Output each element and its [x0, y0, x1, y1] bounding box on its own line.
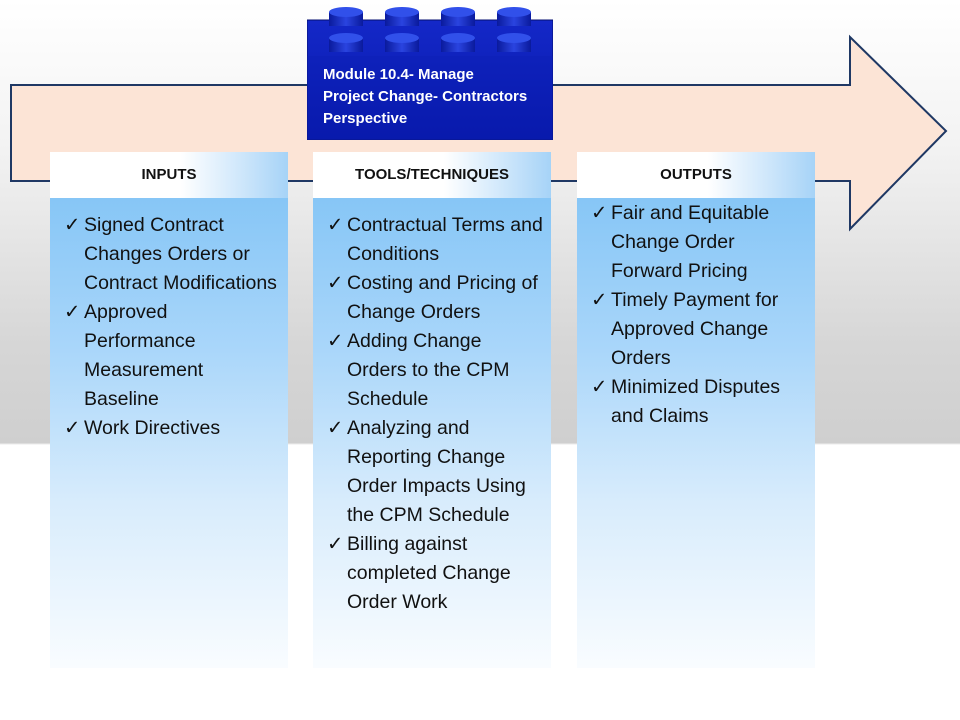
list-item: ✓Timely Payment for Approved Change Orde… — [591, 286, 809, 373]
list-item-text: Approved Performance Measurement Baselin… — [84, 301, 204, 410]
list-item: ✓Signed Contract Changes Orders or Contr… — [64, 211, 282, 298]
checkmark-icon: ✓ — [591, 202, 608, 224]
outputs-header: OUTPUTS — [577, 152, 815, 198]
list-item: ✓Adding Change Orders to the CPM Schedul… — [327, 327, 545, 414]
module-brick: Module 10.4- Manage Project Change- Cont… — [307, 0, 553, 140]
list-item-text: Analyzing and Reporting Change Order Imp… — [347, 417, 526, 526]
list-item-text: Contractual Terms and Conditions — [347, 214, 543, 265]
list-item-text: Fair and Equitable Change Order Forward … — [611, 202, 770, 282]
inputs-column: INPUTS ✓Signed Contract Changes Orders o… — [50, 152, 288, 668]
brick-studs-back — [329, 7, 531, 26]
list-item-text: Work Directives — [84, 417, 221, 439]
brick-studs-front — [329, 33, 531, 52]
list-item: ✓Work Directives — [64, 414, 282, 443]
checkmark-icon: ✓ — [591, 289, 608, 311]
checkmark-icon: ✓ — [591, 376, 608, 398]
checkmark-icon: ✓ — [327, 533, 344, 555]
list-item: ✓Contractual Terms and Conditions — [327, 211, 545, 269]
list-item-text: Timely Payment for Approved Change Order… — [611, 289, 779, 369]
list-item: ✓Costing and Pricing of Change Orders — [327, 269, 545, 327]
checkmark-icon: ✓ — [64, 214, 81, 236]
checkmark-icon: ✓ — [327, 272, 344, 294]
list-item-text: Billing against completed Change Order W… — [347, 533, 511, 613]
outputs-column: OUTPUTS ✓Fair and Equitable Change Order… — [577, 152, 815, 668]
inputs-list: ✓Signed Contract Changes Orders or Contr… — [64, 211, 282, 443]
checkmark-icon: ✓ — [327, 417, 344, 439]
checkmark-icon: ✓ — [64, 417, 81, 439]
tools-techniques-column: TOOLS/TECHNIQUES ✓Contractual Terms and … — [313, 152, 551, 668]
list-item: ✓Approved Performance Measurement Baseli… — [64, 298, 282, 414]
outputs-list: ✓Fair and Equitable Change Order Forward… — [591, 199, 809, 431]
checkmark-icon: ✓ — [327, 214, 344, 236]
list-item-text: Costing and Pricing of Change Orders — [347, 272, 538, 323]
list-item: ✓Fair and Equitable Change Order Forward… — [591, 199, 809, 286]
tools-techniques-header: TOOLS/TECHNIQUES — [313, 152, 551, 198]
checkmark-icon: ✓ — [327, 330, 344, 352]
inputs-header: INPUTS — [50, 152, 288, 198]
list-item: ✓Analyzing and Reporting Change Order Im… — [327, 414, 545, 530]
list-item-text: Minimized Disputes and Claims — [611, 376, 781, 427]
module-title: Module 10.4- Manage Project Change- Cont… — [323, 66, 528, 127]
list-item-text: Signed Contract Changes Orders or Contra… — [84, 214, 277, 294]
lego-brick-icon — [307, 7, 553, 140]
checkmark-icon: ✓ — [64, 301, 81, 323]
list-item-text: Adding Change Orders to the CPM Schedule — [347, 330, 510, 410]
list-item: ✓Minimized Disputes and Claims — [591, 373, 809, 431]
list-item: ✓Billing against completed Change Order … — [327, 530, 545, 617]
tools-techniques-list: ✓Contractual Terms and Conditions✓Costin… — [327, 211, 545, 617]
